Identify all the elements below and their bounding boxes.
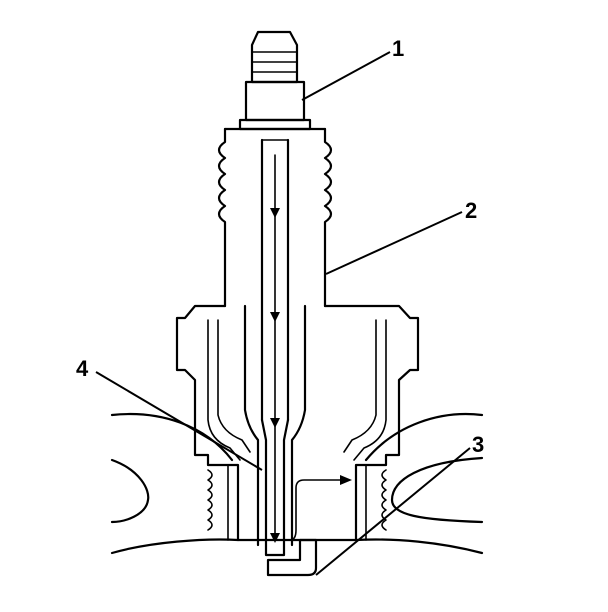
- leader-4: [95, 371, 263, 471]
- flow-arrow-head: [270, 312, 280, 322]
- flow-arrow-head: [270, 418, 280, 428]
- cylinder-head: [110, 413, 484, 555]
- leader-2: [325, 211, 463, 275]
- terminal-collar: [238, 80, 312, 131]
- insulator-tip: [243, 304, 307, 547]
- callout-leaders: [95, 51, 471, 576]
- callout-label-1: 1: [392, 36, 404, 61]
- current-flow-arrows: [270, 154, 352, 543]
- threads: [207, 464, 387, 541]
- callout-label-3: 3: [472, 432, 484, 457]
- spark-arrow-head: [340, 475, 352, 485]
- flow-arrow-head: [270, 533, 280, 543]
- shell: [175, 304, 420, 542]
- ground-electrode: [266, 538, 318, 577]
- leader-1: [301, 51, 391, 101]
- flow-arrow-head: [270, 208, 280, 218]
- terminal-nut: [250, 30, 299, 84]
- callout-label-2: 2: [465, 198, 477, 223]
- leader-3: [315, 447, 471, 576]
- insulator: [217, 127, 333, 308]
- callout-label-4: 4: [76, 356, 89, 381]
- center-electrode: [260, 138, 290, 557]
